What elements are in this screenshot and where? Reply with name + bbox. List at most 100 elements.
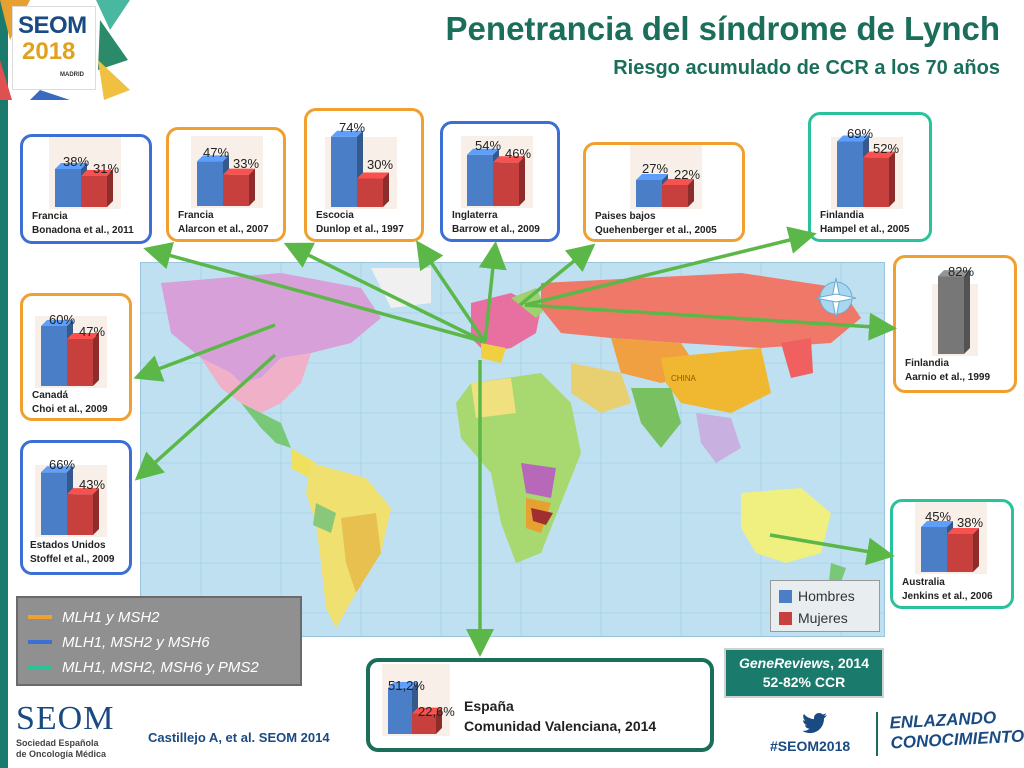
bar-women-espana-cv: [412, 707, 442, 734]
sex-legend-label: Hombres: [798, 588, 855, 604]
footer-society-line2: de Oncología Médica: [16, 749, 107, 759]
study-canada-choi: Choi et al., 2009: [32, 404, 108, 415]
country-espana-cv: España: [464, 698, 514, 714]
study-box-australia-jenkins: 45% 38% Australia Jenkins et al., 2006: [890, 499, 1014, 609]
bar-men-espana-cv: [388, 681, 418, 734]
study-eeuu-stoffel: Stoffel et al., 2009: [30, 554, 115, 565]
study-paises-bajos-quehenberger: Quehenberger et al., 2005: [595, 225, 717, 236]
hashtag: #SEOM2018: [770, 738, 851, 754]
bar-men-finlandia-aarnio: [938, 270, 970, 354]
footer-divider: [876, 712, 878, 756]
citation: Castillejo A, et al. SEOM 2014: [148, 730, 330, 745]
bar-women-paises-bajos-quehenberger: [662, 179, 694, 207]
footer-seom-text: SEOM: [16, 700, 115, 737]
study-francia-alarcon: Alarcon et al., 2007: [178, 224, 269, 235]
country-inglaterra-barrow: Inglaterra: [452, 210, 498, 221]
seom-2018-logo: SEOM 2018 MADRID: [0, 0, 130, 100]
sex-legend-swatch: [779, 611, 792, 625]
pct-men-paises-bajos-quehenberger: 27%: [642, 161, 669, 176]
country-francia-alarcon: Francia: [178, 210, 214, 221]
pct-women-eeuu-stoffel: 43%: [79, 477, 106, 492]
country-finlandia-aarnio: Finlandia: [905, 358, 949, 369]
logo-city-text: MADRID: [60, 72, 84, 78]
gene-legend-swatch: [28, 640, 52, 644]
study-box-francia-alarcon: 47% 33% Francia Alarcon et al., 2007: [166, 127, 286, 242]
sex-legend-item: Mujeres: [779, 608, 848, 628]
country-escocia-dunlop: Escocia: [316, 210, 354, 221]
study-box-paises-bajos-quehenberger: 27% 22% Paises bajos Quehenberger et al.…: [583, 142, 745, 242]
bar-men-canada-choi: [41, 320, 73, 386]
pct-men-finlandia-hampel: 69%: [847, 126, 874, 141]
bar-women-finlandia-hampel: [863, 151, 895, 207]
footer-society-line1: Sociedad Española: [16, 738, 99, 748]
footer-seom-logo: SEOM Sociedad Española de Oncología Médi…: [16, 700, 114, 760]
sex-legend-item: Hombres: [779, 586, 855, 606]
gene-legend-swatch: [28, 665, 52, 669]
bar-women-eeuu-stoffel: [67, 488, 99, 535]
gene-legend-item: MLH1, MSH2 y MSH6: [28, 631, 210, 653]
gene-legend: MLH1 y MSH2 MLH1, MSH2 y MSH6 MLH1, MSH2…: [16, 596, 302, 686]
pct-men-francia-alarcon: 47%: [203, 145, 230, 160]
study-inglaterra-barrow: Barrow et al., 2009: [452, 224, 540, 235]
sex-legend-swatch: [779, 589, 792, 603]
pct-men-canada-choi: 60%: [49, 312, 76, 327]
pct-women-finlandia-hampel: 52%: [873, 141, 900, 156]
bar-women-australia-jenkins: [947, 528, 979, 572]
bar-chart-eeuu-stoffel: [35, 465, 107, 537]
pct-finlandia-aarnio: 82%: [948, 264, 975, 279]
genereviews-box: GeneReviews, 2014 52-82% CCR: [724, 648, 884, 698]
pct-men-inglaterra-barrow: 54%: [475, 138, 502, 153]
bar-women-canada-choi: [67, 333, 99, 386]
pct-women-paises-bajos-quehenberger: 22%: [674, 167, 701, 182]
pct-women-espana-cv: 22,6%: [418, 704, 455, 719]
study-francia-bonadona: Bonadona et al., 2011: [32, 225, 134, 236]
bar-chart-espana-cv: [382, 664, 450, 736]
gene-legend-item: MLH1, MSH2, MSH6 y PMS2: [28, 656, 259, 678]
bar-women-inglaterra-barrow: [493, 156, 525, 206]
country-finlandia-hampel: Finlandia: [820, 210, 864, 221]
logo-card: [12, 6, 96, 90]
country-eeuu-stoffel: Estados Unidos: [30, 540, 106, 551]
pct-women-australia-jenkins: 38%: [957, 515, 984, 530]
study-box-canada-choi: 60% 47% Canadá Choi et al., 2009: [20, 293, 132, 421]
bar-chart-australia-jenkins: [915, 502, 987, 574]
study-box-espana-cv: 51,2% 22,6% España Comunidad Valenciana,…: [366, 658, 714, 752]
bar-chart-francia-bonadona: [49, 137, 121, 209]
pct-women-inglaterra-barrow: 46%: [505, 146, 532, 161]
study-australia-jenkins: Jenkins et al., 2006: [902, 591, 993, 602]
pct-men-espana-cv: 51,2%: [388, 678, 425, 693]
gene-legend-swatch: [28, 615, 52, 619]
study-espana-cv: Comunidad Valenciana, 2014: [464, 718, 657, 734]
pct-women-canada-choi: 47%: [79, 324, 106, 339]
left-accent-stripe: [0, 0, 8, 768]
bar-women-escocia-dunlop: [357, 172, 389, 207]
pct-men-australia-jenkins: 45%: [925, 509, 952, 524]
gene-legend-label: MLH1, MSH2 y MSH6: [62, 633, 210, 651]
map-label-china: CHINA: [671, 374, 697, 383]
sex-legend: Hombres Mujeres: [770, 580, 880, 632]
country-francia-bonadona: Francia: [32, 211, 68, 222]
country-canada-choi: Canadá: [32, 390, 69, 401]
gene-legend-label: MLH1 y MSH2: [62, 608, 160, 626]
study-finlandia-aarnio: Aarnio et al., 1999: [905, 372, 991, 383]
logo-seom-text: SEOM: [18, 12, 87, 39]
pct-women-francia-alarcon: 33%: [233, 156, 260, 171]
bar-chart-francia-alarcon: [191, 136, 263, 208]
pct-men-escocia-dunlop: 74%: [339, 120, 366, 135]
study-box-finlandia-aarnio: 82% Finlandia Aarnio et al., 1999: [893, 255, 1017, 393]
study-box-finlandia-hampel: 69% 52% Finlandia Hampel et al., 2005: [808, 112, 932, 242]
bar-women-francia-alarcon: [223, 168, 255, 206]
study-box-eeuu-stoffel: 66% 43% Estados Unidos Stoffel et al., 2…: [20, 440, 132, 575]
study-box-inglaterra-barrow: 54% 46% Inglaterra Barrow et al., 2009: [440, 121, 560, 242]
bar-women-francia-bonadona: [81, 170, 113, 207]
slide-title: Penetrancia del síndrome de Lynch: [445, 10, 1000, 47]
study-escocia-dunlop: Dunlop et al., 1997: [316, 224, 404, 235]
slogan: ENLAZANDO CONOCIMIENTO: [889, 707, 1024, 754]
bar-chart-finlandia-aarnio: [932, 270, 978, 356]
genereviews-range: 52-82% CCR: [762, 674, 846, 690]
bar-chart-canada-choi: [35, 316, 107, 388]
bar-chart-inglaterra-barrow: [461, 136, 533, 208]
genereviews-source: GeneReviews, 2014: [739, 655, 869, 671]
study-box-escocia-dunlop: 74% 30% Escocia Dunlop et al., 1997: [304, 108, 424, 242]
bar-chart-finlandia-hampel: [831, 135, 903, 209]
